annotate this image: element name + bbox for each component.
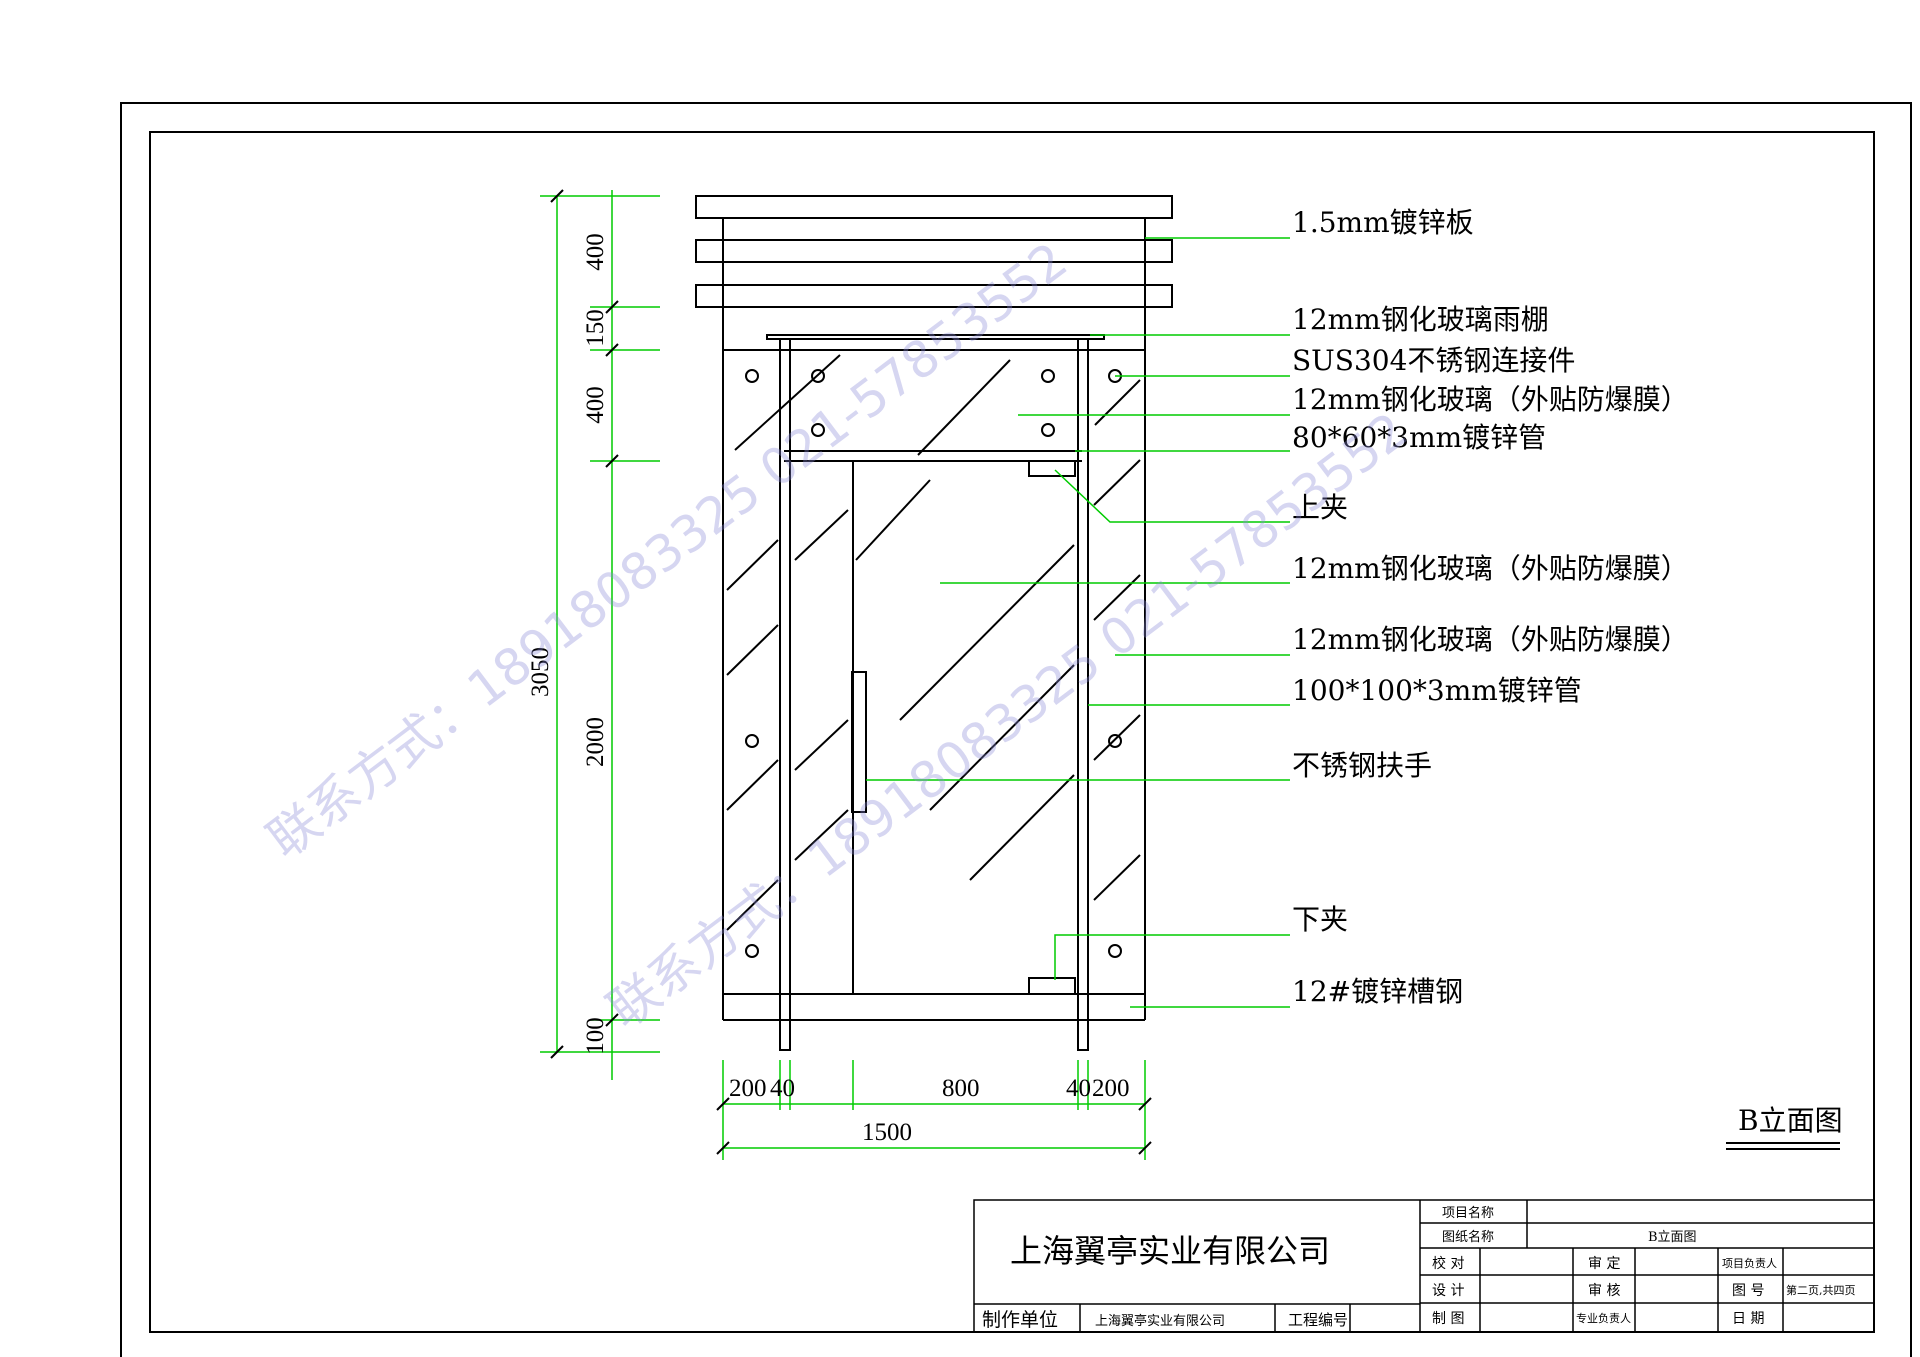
- label-pipe-100: 100*100*3mm镀锌管: [1292, 674, 1582, 707]
- booth-elevation: [695, 195, 1173, 1051]
- company-name: 上海翼亭实业有限公司: [1010, 1232, 1330, 1270]
- tb-sheet-no-label: 图 号: [1732, 1283, 1764, 1299]
- dim-1500: 1500: [862, 1119, 912, 1146]
- tb-maker-value: 上海翼亭实业有限公司: [1095, 1313, 1225, 1329]
- tb-project-lead-label: 项目负责人: [1722, 1256, 1777, 1270]
- leader-lines: [866, 237, 1290, 1008]
- tb-date-label: 日 期: [1732, 1311, 1764, 1327]
- dim-150: 150: [582, 309, 609, 347]
- label-canopy: 12mm钢化玻璃雨棚: [1292, 303, 1549, 336]
- label-top-clamp: 上夹: [1292, 491, 1348, 524]
- label-channel: 12#镀锌槽钢: [1292, 975, 1463, 1008]
- tb-project-no-label: 工程编号: [1288, 1311, 1348, 1329]
- tb-draw-label: 制 图: [1432, 1311, 1464, 1327]
- canopy-glass: [766, 334, 1105, 340]
- dim-100: 100: [582, 1017, 609, 1055]
- dim-2000: 2000: [582, 717, 609, 767]
- dim-400-top: 400: [582, 233, 609, 271]
- drawing-title: B立面图: [1738, 1104, 1843, 1137]
- dim-400-mid: 400: [582, 386, 609, 424]
- dimension-lines: [540, 190, 1146, 1160]
- roof-slat-1: [695, 195, 1173, 219]
- dim-200-left: 200: [729, 1075, 767, 1102]
- dim-200-right: 200: [1092, 1075, 1130, 1102]
- glass-hatching: [726, 354, 1141, 931]
- outer-frame: [120, 102, 1912, 1357]
- tb-drawing-name-value: B立面图: [1648, 1230, 1697, 1245]
- label-glass-side: 12mm钢化玻璃（外贴防爆膜）: [1292, 623, 1689, 656]
- left-post: [779, 338, 791, 1051]
- tb-review-label: 审 核: [1588, 1283, 1620, 1299]
- tb-sheet-no-value: 第二页,共四页: [1786, 1283, 1856, 1297]
- tb-approve-label: 审 定: [1588, 1256, 1620, 1272]
- door-handle: [851, 671, 867, 813]
- dim-3050: 3050: [527, 647, 554, 697]
- roof-slat-3: [695, 284, 1173, 308]
- dim-800: 800: [942, 1075, 980, 1102]
- label-bottom-clamp: 下夹: [1292, 903, 1348, 936]
- bottom-clamp: [1028, 977, 1076, 995]
- title-block: [973, 1199, 1875, 1333]
- tb-maker-label: 制作单位: [982, 1309, 1058, 1331]
- tb-check-label: 校 对: [1432, 1255, 1464, 1272]
- tb-drawing-name-label: 图纸名称: [1442, 1229, 1494, 1245]
- tb-design-label: 设 计: [1432, 1283, 1464, 1299]
- top-clamp: [1028, 460, 1076, 477]
- label-glass-top: 12mm钢化玻璃（外贴防爆膜）: [1292, 383, 1689, 416]
- dimension-ticks: [550, 189, 1152, 1155]
- dim-40-right: 40: [1066, 1075, 1091, 1102]
- label-galv-sheet: 1.5mm镀锌板: [1292, 206, 1474, 239]
- label-pipe-80: 80*60*3mm镀锌管: [1292, 421, 1546, 454]
- label-glass-door: 12mm钢化玻璃（外贴防爆膜）: [1292, 552, 1689, 585]
- label-handle: 不锈钢扶手: [1292, 749, 1432, 782]
- tb-specialist-label: 专业负责人: [1576, 1311, 1631, 1325]
- roof-slat-2: [695, 239, 1173, 263]
- label-connector: SUS304不锈钢连接件: [1292, 344, 1575, 377]
- tb-project-name-label: 项目名称: [1442, 1205, 1494, 1221]
- dim-40-left: 40: [770, 1075, 795, 1102]
